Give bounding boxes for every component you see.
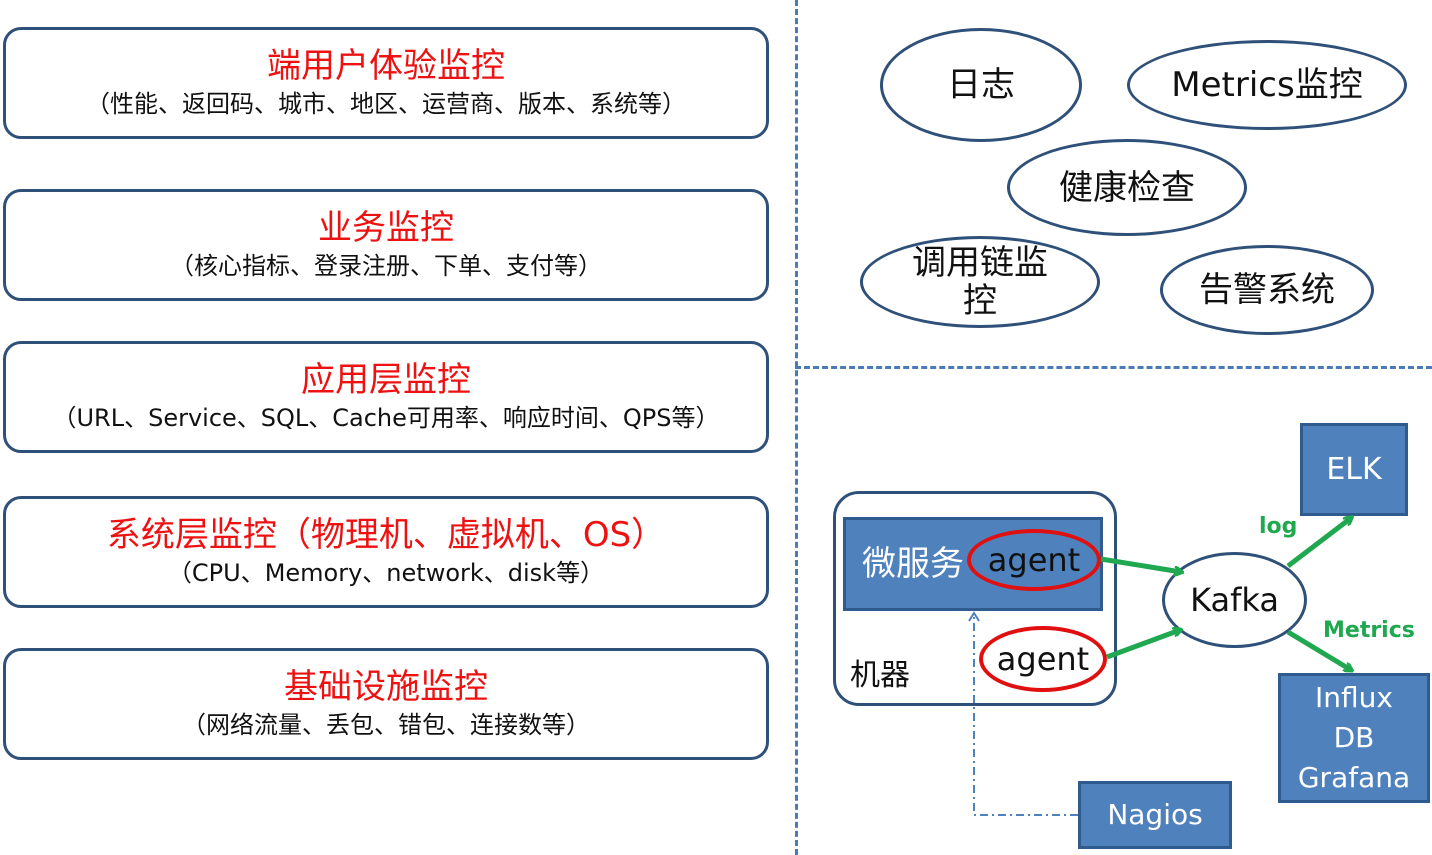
layer-system: 系统层监控（物理机、虚拟机、OS） （CPU、Memory、network、di… (3, 496, 769, 608)
capability-label: 调用链监控 (912, 243, 1048, 321)
capability-label: 健康检查 (1059, 167, 1195, 208)
elk-box: ELK (1300, 423, 1408, 516)
vertical-divider (795, 0, 798, 855)
influx-grafana-label: Influx DB Grafana (1297, 681, 1411, 794)
layer-end-user: 端用户体验监控 （性能、返回码、城市、地区、运营商、版本、系统等） (3, 27, 769, 139)
layer-detail: （CPU、Memory、network、disk等） (167, 559, 605, 587)
microservice-label: 微服务 (862, 544, 964, 584)
agent-label: agent (987, 541, 1081, 579)
layer-title: 业务监控 (318, 208, 454, 248)
layer-title: 系统层监控（物理机、虚拟机、OS） (106, 515, 666, 555)
influx-grafana-box: Influx DB Grafana (1278, 673, 1430, 803)
agent-label: agent (996, 640, 1090, 678)
capability-log: 日志 (880, 28, 1082, 142)
layer-detail: （核心指标、登录注册、下单、支付等） (170, 252, 602, 280)
layer-business: 业务监控 （核心指标、登录注册、下单、支付等） (3, 189, 769, 301)
arrow-machine-agent-to-kafka (1106, 630, 1180, 660)
layer-application: 应用层监控 （URL、Service、SQL、Cache可用率、响应时间、QPS… (3, 341, 769, 453)
elk-label: ELK (1326, 451, 1382, 487)
capability-label: 告警系统 (1199, 270, 1335, 310)
machine-label: 机器 (850, 658, 910, 693)
nagios-label: Nagios (1107, 798, 1203, 831)
layer-title: 基础设施监控 (284, 667, 488, 707)
capability-metrics: Metrics监控 (1127, 40, 1407, 130)
layer-title: 应用层监控 (301, 360, 471, 400)
service-agent: agent (967, 529, 1101, 591)
kafka-node: Kafka (1162, 552, 1307, 648)
layer-detail: （网络流量、丢包、错包、连接数等） (182, 711, 590, 739)
layer-infrastructure: 基础设施监控 （网络流量、丢包、错包、连接数等） (3, 648, 769, 760)
capability-tracing: 调用链监控 (860, 236, 1100, 328)
capability-label: Metrics监控 (1171, 65, 1363, 105)
layer-detail: （URL、Service、SQL、Cache可用率、响应时间、QPS等） (52, 404, 720, 432)
layer-detail: （性能、返回码、城市、地区、运营商、版本、系统等） (86, 90, 686, 118)
edge-label-metrics: Metrics (1323, 618, 1415, 643)
capability-alert: 告警系统 (1160, 245, 1374, 335)
horizontal-divider (795, 366, 1432, 369)
layer-title: 端用户体验监控 (267, 46, 505, 86)
nagios-box: Nagios (1078, 781, 1232, 849)
capability-health-check: 健康检查 (1007, 139, 1247, 236)
kafka-label: Kafka (1190, 581, 1279, 619)
machine-agent: agent (979, 626, 1107, 692)
edge-label-log: log (1259, 514, 1298, 539)
arrow-kafka-to-elk (1286, 518, 1351, 568)
capability-label: 日志 (947, 65, 1015, 105)
